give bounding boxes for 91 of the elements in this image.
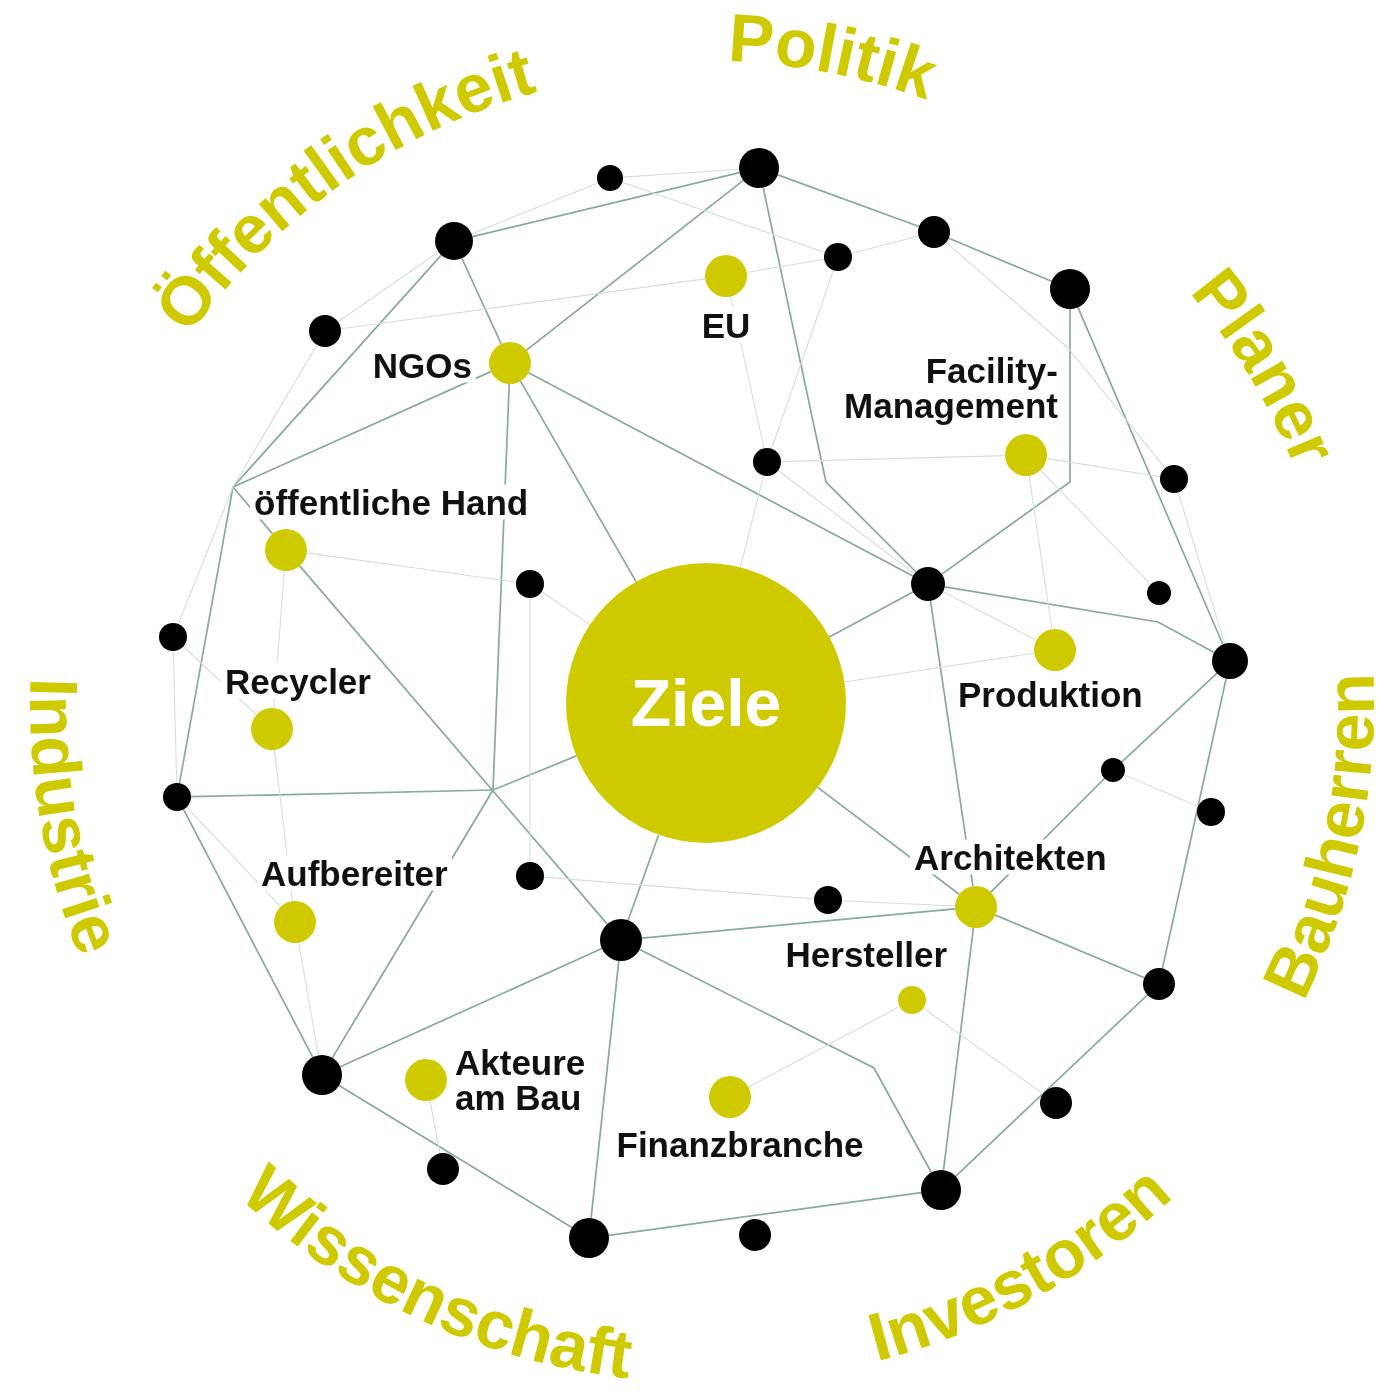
node-dot bbox=[911, 567, 945, 601]
connector-line bbox=[178, 486, 234, 785]
connector-line bbox=[1077, 306, 1224, 646]
category-label: Politik bbox=[726, 0, 947, 113]
connector-line bbox=[943, 585, 1216, 654]
connector-line bbox=[232, 254, 443, 488]
node-dot bbox=[516, 862, 544, 890]
connector-line bbox=[190, 789, 494, 798]
connector-line bbox=[780, 455, 1006, 463]
connector-line bbox=[331, 789, 494, 1059]
connector-line bbox=[942, 591, 1037, 641]
connector-line bbox=[947, 237, 1053, 283]
node-dot bbox=[302, 1055, 342, 1095]
node-dot bbox=[824, 243, 852, 271]
connector-line bbox=[621, 181, 826, 253]
node-label: Aufbereiter bbox=[257, 855, 452, 891]
connector-line bbox=[1040, 469, 1152, 585]
connector-line bbox=[747, 1006, 901, 1088]
connector-line bbox=[954, 994, 1149, 1178]
connector-line bbox=[641, 908, 956, 939]
connector-line bbox=[306, 552, 517, 583]
node-dot bbox=[435, 222, 473, 260]
connector-line bbox=[1028, 475, 1053, 630]
node-dot bbox=[739, 148, 779, 188]
connector-line bbox=[541, 591, 591, 626]
connector-line bbox=[177, 486, 234, 625]
node-dot bbox=[600, 919, 642, 961]
node-dot bbox=[597, 165, 623, 191]
node-dot bbox=[1050, 269, 1090, 309]
connector-line bbox=[340, 278, 706, 330]
connector-line bbox=[298, 942, 320, 1056]
connector-line bbox=[471, 171, 741, 238]
connector-line bbox=[492, 755, 578, 791]
connector-line bbox=[942, 926, 975, 1172]
connector-line bbox=[337, 251, 439, 323]
connector-line bbox=[298, 565, 609, 925]
connector-line bbox=[527, 371, 914, 577]
connector-line bbox=[638, 948, 933, 1174]
connector-line bbox=[543, 876, 815, 900]
node-dot bbox=[569, 1218, 609, 1258]
connector-line bbox=[739, 475, 765, 568]
connector-line bbox=[1123, 774, 1199, 808]
node-dot bbox=[1143, 968, 1175, 1000]
node-dot bbox=[814, 886, 842, 914]
connector-line bbox=[945, 241, 1166, 469]
connector-line bbox=[828, 591, 914, 638]
connector-line bbox=[850, 235, 920, 255]
connector-line bbox=[461, 257, 503, 345]
connector-line bbox=[339, 947, 603, 1068]
connector-line bbox=[429, 1100, 441, 1154]
node-dot bbox=[1040, 1087, 1072, 1119]
connector-line bbox=[232, 344, 318, 488]
connector-line bbox=[492, 383, 511, 791]
connector-line bbox=[338, 1084, 573, 1229]
connector-line bbox=[186, 806, 282, 908]
node-dot bbox=[163, 783, 191, 811]
connector-line bbox=[519, 380, 637, 583]
connector-line bbox=[776, 174, 920, 228]
connector-line bbox=[590, 960, 620, 1219]
node-dot bbox=[1160, 465, 1188, 493]
node-dot bbox=[516, 570, 544, 598]
connector-line bbox=[1046, 457, 1161, 478]
node-dot bbox=[918, 216, 950, 248]
connector-line bbox=[922, 1007, 1044, 1095]
connector-line bbox=[622, 168, 740, 178]
connector-line bbox=[1161, 677, 1227, 970]
connector-line bbox=[182, 808, 314, 1059]
node-dot bbox=[753, 448, 781, 476]
node-dot bbox=[1101, 758, 1125, 782]
node-dot bbox=[1212, 643, 1248, 679]
goal-circle: Ziele bbox=[566, 563, 846, 843]
node-dot bbox=[1147, 581, 1171, 605]
connector-line bbox=[1177, 491, 1226, 645]
connector-line bbox=[525, 179, 745, 351]
connector-line bbox=[627, 833, 660, 922]
connector-line bbox=[471, 182, 599, 235]
connector-line bbox=[841, 900, 956, 907]
connector-line bbox=[1120, 672, 1218, 763]
connector-line bbox=[994, 914, 1146, 979]
node-dot bbox=[739, 1219, 771, 1251]
connector-line bbox=[746, 258, 825, 274]
node-dot bbox=[1197, 798, 1225, 826]
connector-line bbox=[172, 650, 178, 784]
connector-line bbox=[843, 652, 1035, 683]
connector-line bbox=[232, 370, 492, 488]
connector-line bbox=[762, 186, 917, 573]
node-dot bbox=[159, 623, 187, 651]
connector-line bbox=[607, 1191, 923, 1237]
connector-line bbox=[940, 308, 1071, 575]
connector-line bbox=[771, 269, 834, 450]
connector-line bbox=[777, 469, 916, 575]
